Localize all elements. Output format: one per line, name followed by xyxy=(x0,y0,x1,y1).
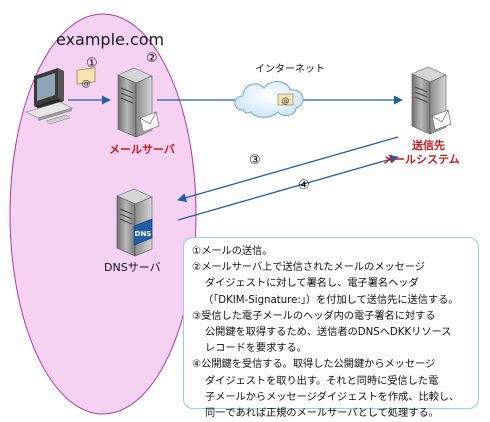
envelope-icon: @ xyxy=(76,67,96,89)
note-line: ④公開鍵を受信する。取得した公開鍵からメッセージ xyxy=(192,359,436,371)
note-line: ダイジェストを取り出す。それと同時に受信した電 xyxy=(205,375,439,387)
dns-server-label: DNSサーバ xyxy=(104,261,161,274)
arrow-step3 xyxy=(177,136,399,203)
note-line: レコードを要求する。 xyxy=(205,343,307,355)
note-line: ②メールサーバ上で送信されたメールのメッセージ xyxy=(192,262,425,274)
sender-server-icon xyxy=(411,66,452,135)
desktop-pc-icon xyxy=(25,68,73,125)
note-line: ダイジェストに対して署名し、電子署名ヘッダ xyxy=(205,278,419,290)
explanation-box: ①メールの送信。 ②メールサーバ上で送信されたメールのメッセージ ダイジェストに… xyxy=(183,237,479,419)
note-line: ③受信した電子メールのヘッダ内の電子署名に対する xyxy=(192,310,436,322)
step1-marker: ① xyxy=(86,56,98,71)
note-line: 公開鍵を取得するため、送信者のDNSへDKKリソース xyxy=(205,327,452,339)
dns-badge: DNS xyxy=(135,230,152,238)
sender-system-label-line1: 送信先 xyxy=(412,139,445,152)
envelope-at-symbol: @ xyxy=(82,79,91,89)
step4-marker: ④ xyxy=(298,178,310,193)
arrow-step4 xyxy=(177,154,399,221)
note-line: 同一であれば正規のメールサーバとして処理する。 xyxy=(205,408,439,420)
sender-system-label-line2: メールシステム xyxy=(383,153,460,166)
step3-marker: ③ xyxy=(249,153,261,168)
domain-label: example.com xyxy=(56,30,165,49)
mail-server-icon xyxy=(117,67,160,138)
cloud-envelope-symbol: @ xyxy=(282,96,290,105)
internet-label: インターネット xyxy=(255,64,325,75)
step2-marker: ② xyxy=(146,51,158,66)
cloud-icon: @ xyxy=(234,81,304,118)
domain-boundary xyxy=(9,13,197,415)
note-line: ①メールの送信。 xyxy=(192,246,273,257)
note-line: 子メールからメッセージダイジェストを作成、比較し、 xyxy=(205,391,460,403)
note-line: （「DKIM-Signature:」）を付加して送信先に送信する。 xyxy=(203,294,459,306)
dns-server-icon: DNS xyxy=(116,188,153,257)
mail-server-label: メールサーバ xyxy=(109,143,175,156)
